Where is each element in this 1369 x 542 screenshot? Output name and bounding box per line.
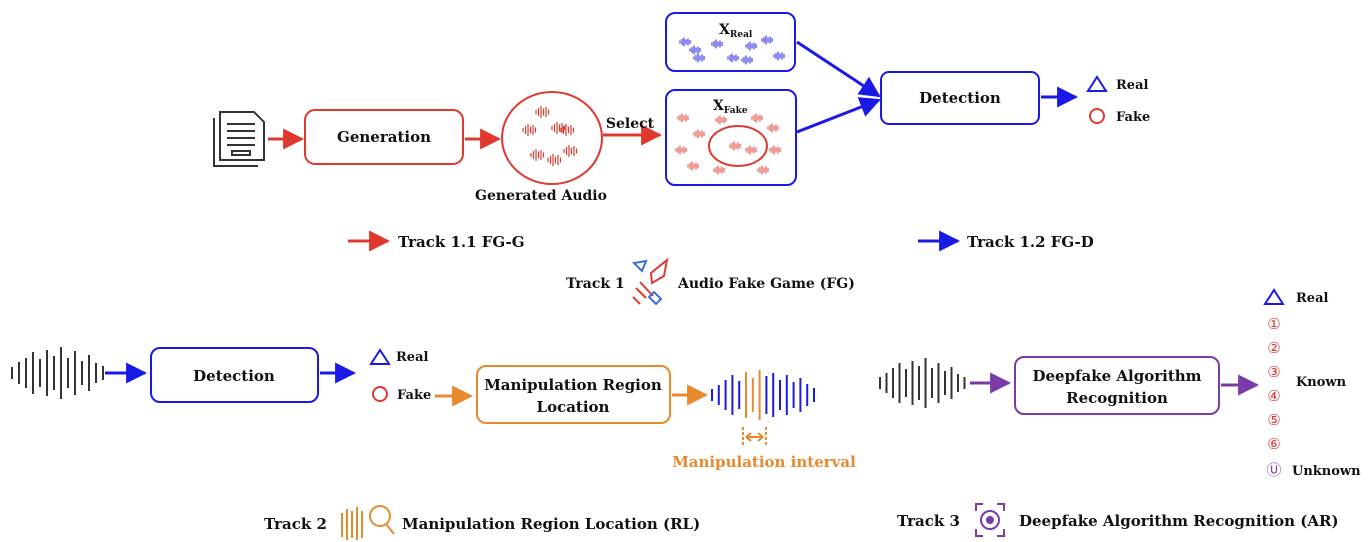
manipulation-interval-marker (742, 427, 767, 445)
x-fake-box (665, 89, 797, 186)
unknown-label: Unknown (1292, 464, 1361, 479)
known-label: Known (1296, 375, 1347, 390)
class-2-label: ② (1267, 339, 1280, 357)
generated-audio-waves (522, 106, 578, 166)
track1-title-prefix: Track 1 (566, 276, 625, 292)
arrow-fake-to-detection (796, 97, 881, 134)
track2-input-waveform (11, 347, 104, 399)
generated-audio-label: Generated Audio (475, 188, 607, 204)
track2-out-fake: Fake (397, 388, 431, 403)
legend-fg-d: Track 1.2 FG-D (967, 233, 1094, 251)
x-real-label: XReal (719, 22, 753, 40)
manipulation-interval-label: Manipulation interval (672, 453, 856, 471)
class-1-label: ① (1267, 315, 1280, 333)
waveform-magnifier-icon (341, 505, 395, 540)
track2-detection-box (150, 347, 319, 403)
track3-title-prefix: Track 3 (897, 512, 960, 530)
track3-real-triangle-icon (1263, 288, 1285, 305)
fake-audio-waves (675, 113, 781, 175)
track2-output-waveform (711, 370, 815, 420)
x-real-box (665, 12, 796, 72)
track2-out-real: Real (396, 350, 428, 365)
generation-label: Generation (337, 128, 431, 146)
arrow-real-to-detection (796, 40, 881, 98)
track2-detection-label: Detection (193, 367, 275, 385)
track1-out-real: Real (1116, 78, 1148, 93)
document-icon (213, 111, 265, 167)
generated-audio-ellipse (501, 91, 603, 185)
class-5-label: ⑤ (1267, 411, 1280, 429)
select-label: Select (606, 116, 655, 132)
track3-out-real: Real (1296, 291, 1328, 306)
track2-real-triangle-icon (369, 348, 391, 365)
legend-fg-g: Track 1.1 FG-G (398, 233, 525, 251)
fake-circle-icon (1089, 108, 1105, 124)
deepfake-recognition-box (1014, 356, 1220, 415)
generation-box (304, 109, 464, 165)
real-triangle-icon (1086, 75, 1108, 92)
deepfake-recognition-label-2: Recognition (1066, 389, 1168, 407)
deepfake-recognition-label-1: Deepfake Algorithm (1032, 367, 1201, 385)
track1-detection-label: Detection (919, 89, 1001, 107)
class-unknown-mark: Ⓤ (1266, 461, 1281, 479)
target-icon (975, 503, 1005, 537)
track1-out-fake: Fake (1116, 110, 1150, 125)
class-6-label: ⑥ (1267, 435, 1280, 453)
manipulation-location-box (476, 365, 671, 424)
manipulation-location-label-1: Manipulation Region (484, 376, 662, 394)
sword-icon (631, 257, 669, 306)
manipulation-location-label-2: Location (537, 398, 610, 416)
real-audio-waves (679, 35, 785, 65)
x-fake-label: XFake (713, 98, 748, 116)
track3-input-waveform (879, 358, 966, 408)
track1-detection-box (880, 71, 1040, 125)
class-4-label: ④ (1267, 387, 1280, 405)
track2-title-suffix: Manipulation Region Location (RL) (402, 515, 700, 533)
track3-title-suffix: Deepfake Algorithm Recognition (AR) (1019, 512, 1339, 530)
selected-fake-ellipse (708, 125, 768, 167)
track1-title-suffix: Audio Fake Game (FG) (677, 276, 855, 292)
track2-title-prefix: Track 2 (264, 515, 327, 533)
track2-fake-circle-icon (372, 386, 388, 402)
class-3-label: ③ (1267, 363, 1280, 381)
